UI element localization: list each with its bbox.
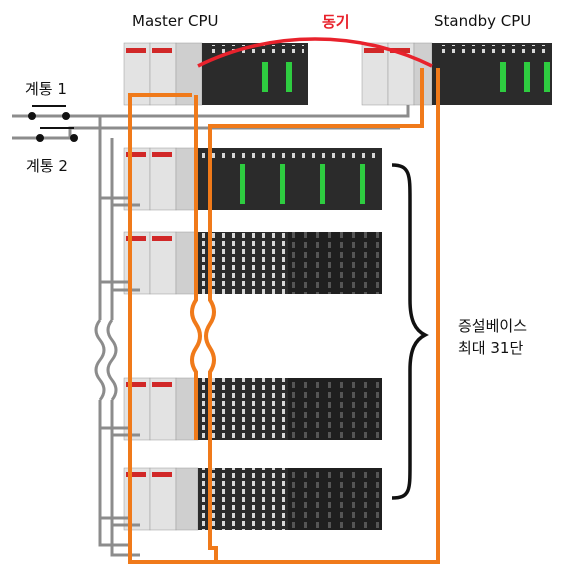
standby-cpu-label: Standby CPU [434,12,531,30]
expansion-label-2: 최대 31단 [458,337,523,358]
expansion-base-1 [124,148,382,210]
line1-label: 계통 1 [25,78,67,99]
expansion-base-4 [124,468,382,530]
sync-label: 동기 [322,11,350,32]
master-cpu-label: Master CPU [132,12,219,30]
expansion-base-3 [124,378,382,440]
expansion-base-2 [124,232,382,294]
expansion-brace [392,165,425,498]
line2-label: 계통 2 [26,155,68,176]
standby-cpu-base [362,43,552,105]
expansion-label-1: 증설베이스 [458,315,527,336]
